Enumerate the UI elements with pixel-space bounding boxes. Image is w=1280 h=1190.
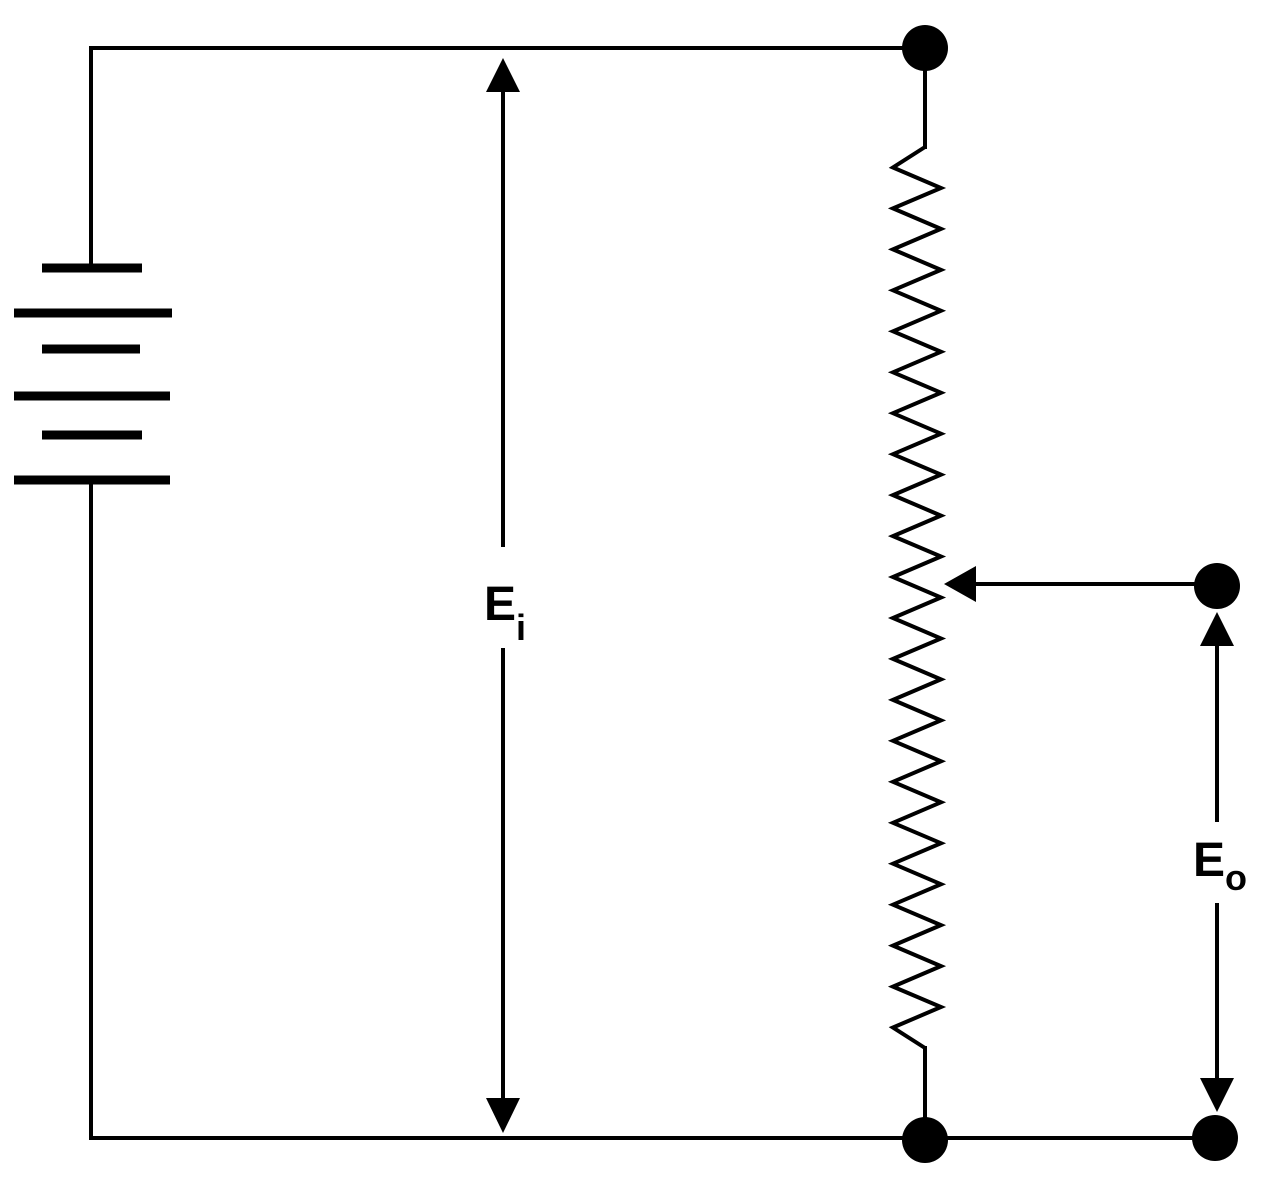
input-voltage-arrow [486, 58, 520, 1133]
wiper-arrowhead [944, 566, 976, 602]
battery [14, 46, 172, 1140]
eo-arrowhead-up [1200, 612, 1234, 646]
ei-arrowhead-down [486, 1098, 520, 1133]
node-bottom [902, 1117, 948, 1163]
node-output-bottom [1192, 1115, 1238, 1161]
output-voltage-label: Eo [1193, 834, 1247, 898]
input-voltage-label: Ei [484, 578, 526, 648]
ei-arrowhead-up [486, 58, 520, 92]
potentiometer-wiper [944, 566, 1217, 602]
eo-arrowhead-down [1200, 1078, 1234, 1112]
output-voltage-arrow [1200, 612, 1234, 1112]
node-top [902, 25, 948, 71]
potentiometer-resistor [887, 145, 947, 1050]
node-output-top [1194, 563, 1240, 609]
